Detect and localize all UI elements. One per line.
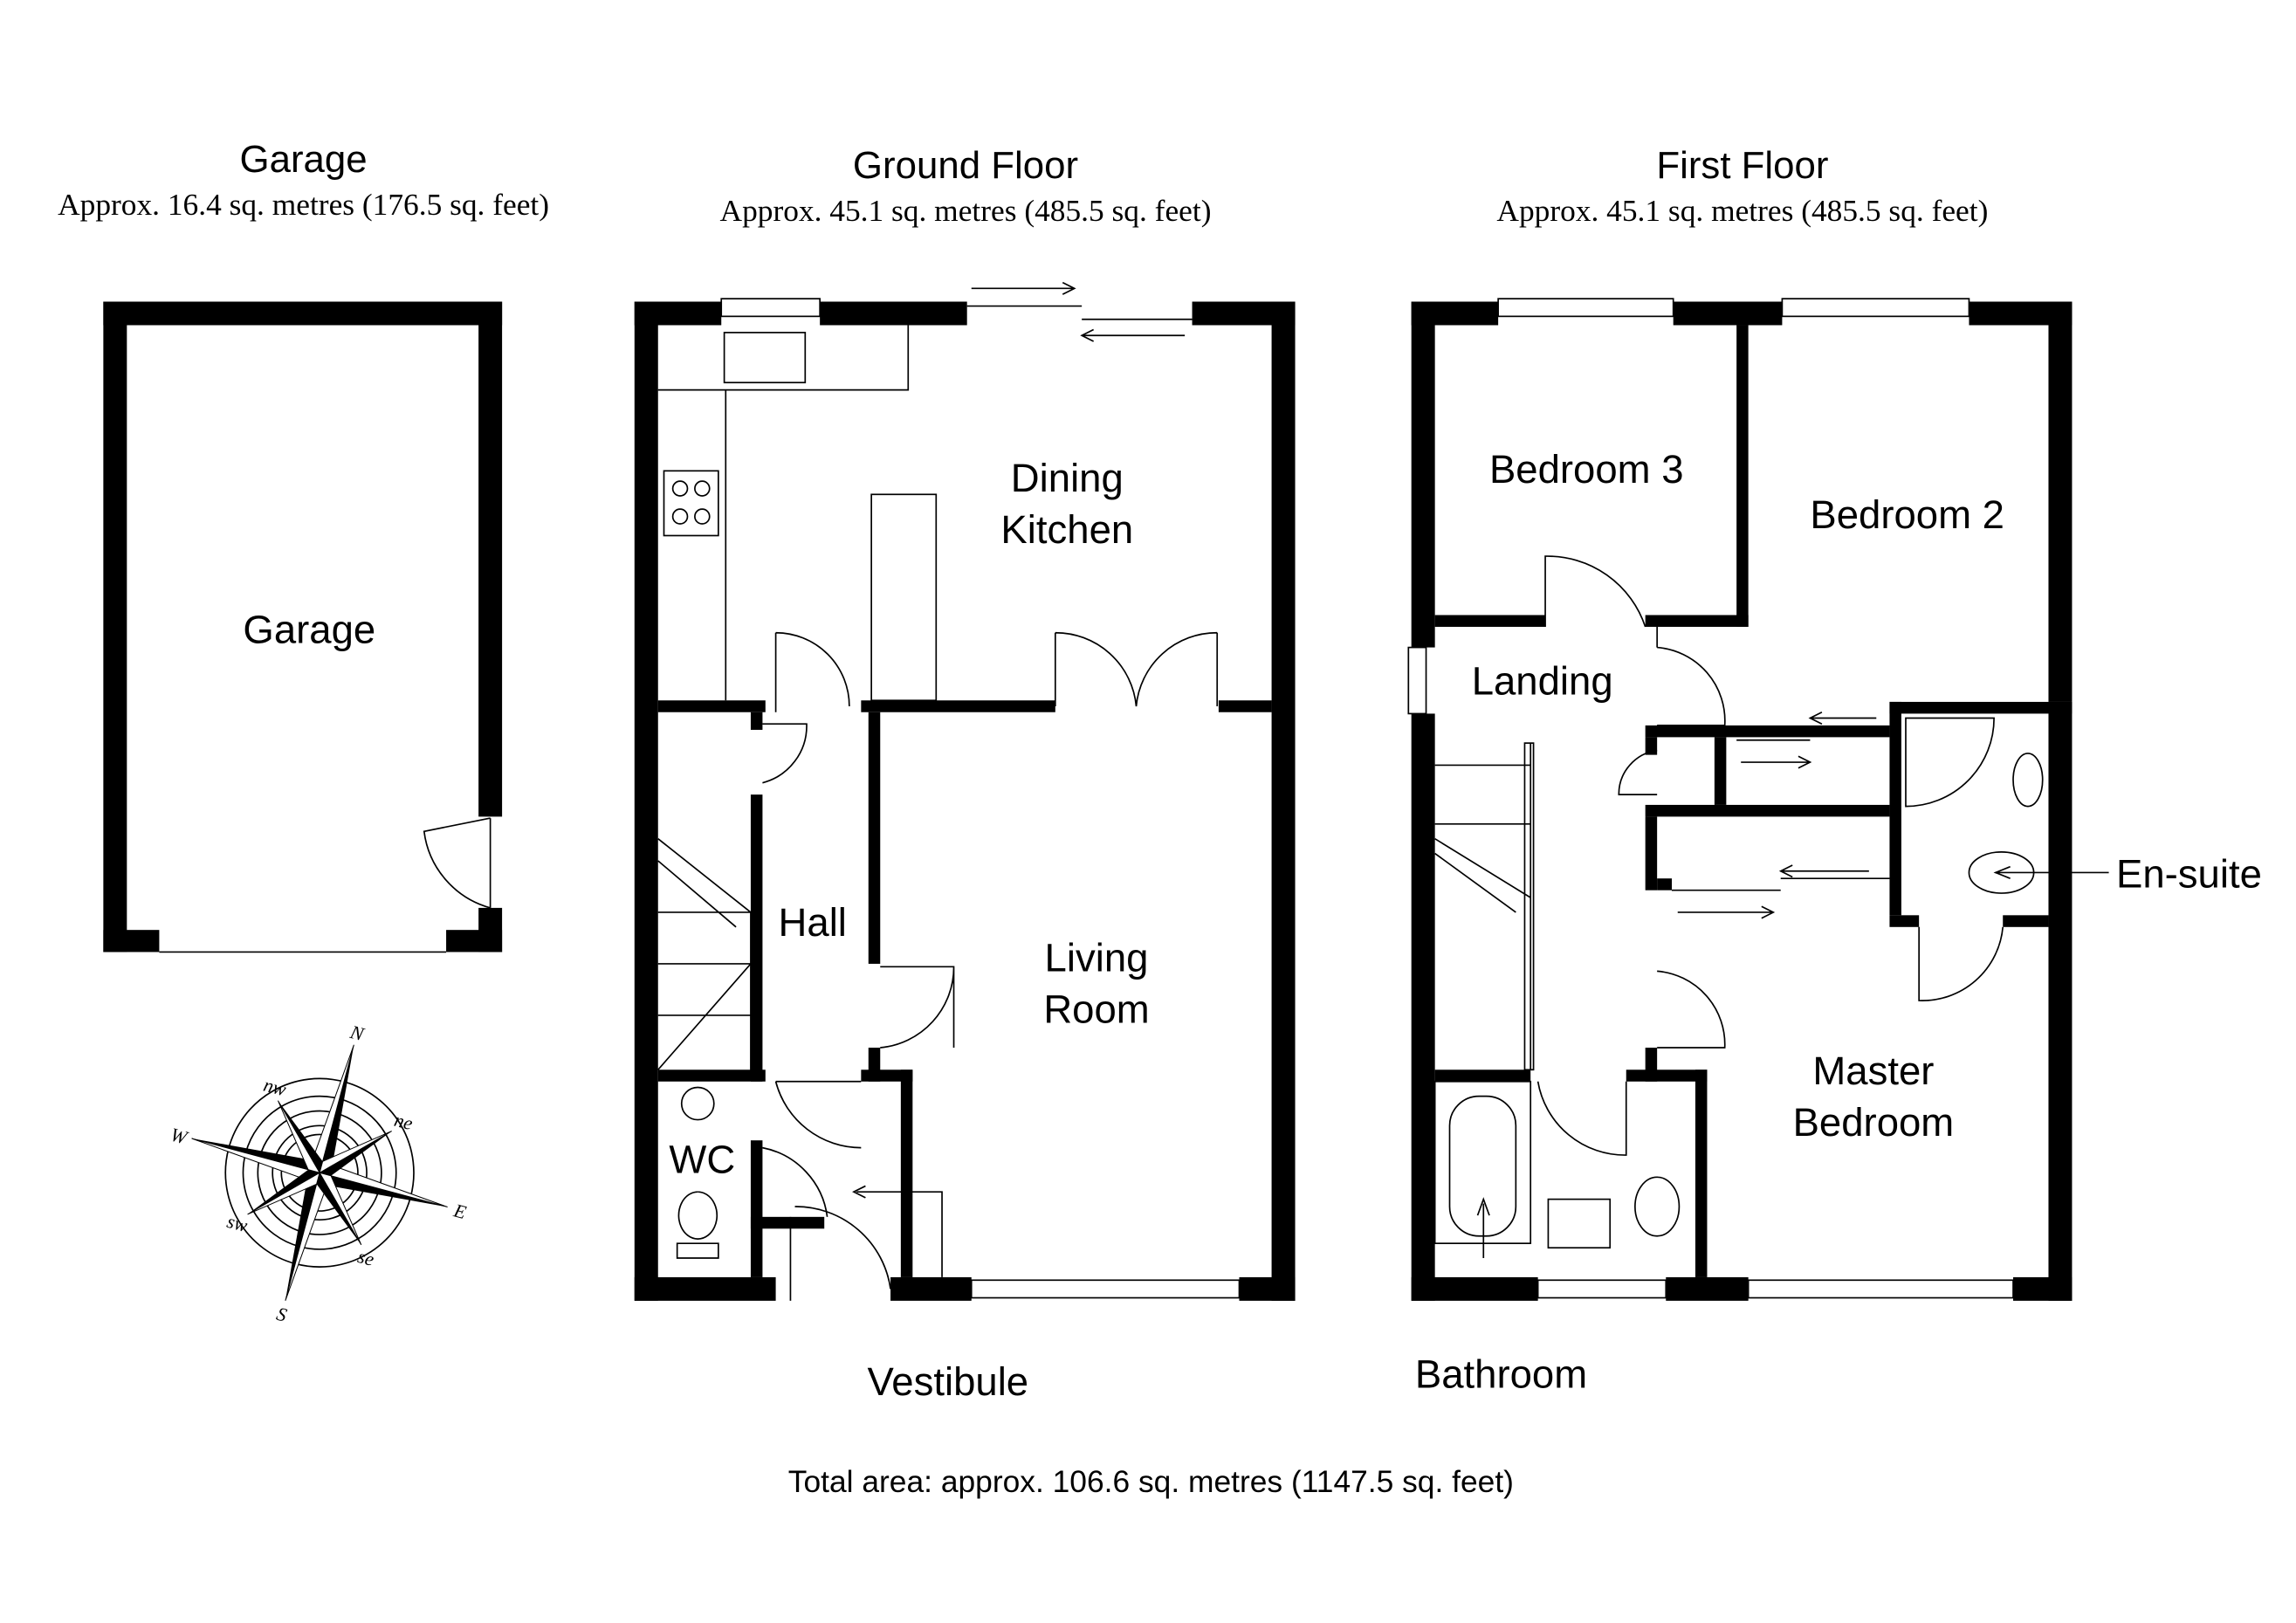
ground-floor-heading: Ground Floor Approx. 45.1 sq. metres (48… [720,144,1212,228]
bedroom3-label: Bedroom 3 [1489,447,1684,492]
bedroom2-label: Bedroom 2 [1810,492,2004,537]
bedroom3-door [1544,555,1646,628]
sink-icon [723,332,807,384]
master-bedroom-label: Master Bedroom [1793,1049,1955,1145]
compass-rose-icon: N S E W ne nw se sw [168,1021,470,1326]
svg-text:Room: Room [1043,987,1149,1031]
bathroom-door [1536,1081,1627,1156]
living-room-door [880,966,955,1049]
ensuite-basin [2012,753,2044,808]
svg-text:Master: Master [1812,1049,1934,1093]
svg-text:Bedroom: Bedroom [1793,1100,1955,1145]
garage-plan: Garage [103,301,503,953]
bedroom2-door [1656,626,1726,726]
sliding-door [966,281,1193,342]
shower [1905,717,1995,808]
vestibule-label: Vestibule [867,1359,1028,1404]
first-floor-title: First Floor [1656,144,1828,187]
first-floor-area: Approx. 45.1 sq. metres (485.5 sq. feet) [1496,193,1988,228]
bathroom-basin [1547,1198,1612,1249]
first-floor-heading: First Floor Approx. 45.1 sq. metres (485… [1496,144,1988,228]
landing-label: Landing [1472,659,1613,704]
compass-se: se [355,1245,376,1270]
compass-n: N [347,1021,368,1046]
compass-w: W [168,1124,191,1149]
garage-side-door [423,817,492,909]
wc-label: WC [669,1137,735,1181]
kitchen-island [870,493,938,702]
kitchen-living-double-door [1054,631,1219,707]
master-bedroom-door [1657,970,1726,1049]
compass-e: E [450,1199,469,1223]
front-door [789,1206,891,1301]
first-floor-plan: Bedroom 3 Bedroom 2 Landing En-suite Mas… [1407,298,2262,1396]
dining-kitchen-label: Dining Kitchen [1000,456,1133,552]
hall-door [774,1080,862,1149]
ground-floor-area: Approx. 45.1 sq. metres (485.5 sq. feet) [720,193,1212,228]
garage-heading: Garage Approx. 16.4 sq. metres (176.5 sq… [58,138,549,222]
svg-text:Living: Living [1045,935,1149,980]
wardrobe-sliding-doors [1736,711,1877,769]
kitchen-window [720,298,821,318]
hall-label: Hall [779,900,847,945]
bathroom-toilet [1634,1176,1681,1237]
landing-window [1407,646,1427,715]
garage-area: Approx. 16.4 sq. metres (176.5 sq. feet) [58,187,549,222]
ground-floor-plan: Dining Kitchen Living Room Hall WC Vesti… [634,281,1296,1404]
wc-toilet [676,1191,719,1259]
bathroom-window [1536,1279,1667,1299]
cupboard-door-ff [1618,749,1658,795]
total-area: Total area: approx. 106.6 sq. metres (11… [788,1465,1514,1499]
ensuite-door [1918,926,2004,1001]
garage-title: Garage [240,138,368,181]
svg-text:Kitchen: Kitchen [1000,507,1133,552]
compass-s: S [274,1303,289,1326]
staircase-ff [1434,742,1535,1071]
living-room-window [970,1279,1241,1299]
hob-icon [663,470,719,537]
cupboard-door [762,723,808,784]
ground-floor-title: Ground Floor [853,144,1078,187]
bedroom2-window [1781,298,1970,318]
garage-room-label: Garage [243,608,375,652]
bathroom-label: Bathroom [1415,1351,1587,1396]
master-bedroom-window [1747,1279,2014,1299]
staircase [657,838,760,1071]
living-room-label: Living Room [1043,935,1149,1031]
ensuite-label: En-suite [2116,851,2262,896]
svg-text:Dining: Dining [1011,456,1124,500]
compass-ne: ne [392,1109,416,1135]
wc-basin [680,1086,715,1121]
master-wardrobe-doors [1672,864,1890,919]
kitchen-hall-door [774,631,850,712]
wc-door [762,1146,828,1217]
bedroom3-window [1497,298,1674,318]
